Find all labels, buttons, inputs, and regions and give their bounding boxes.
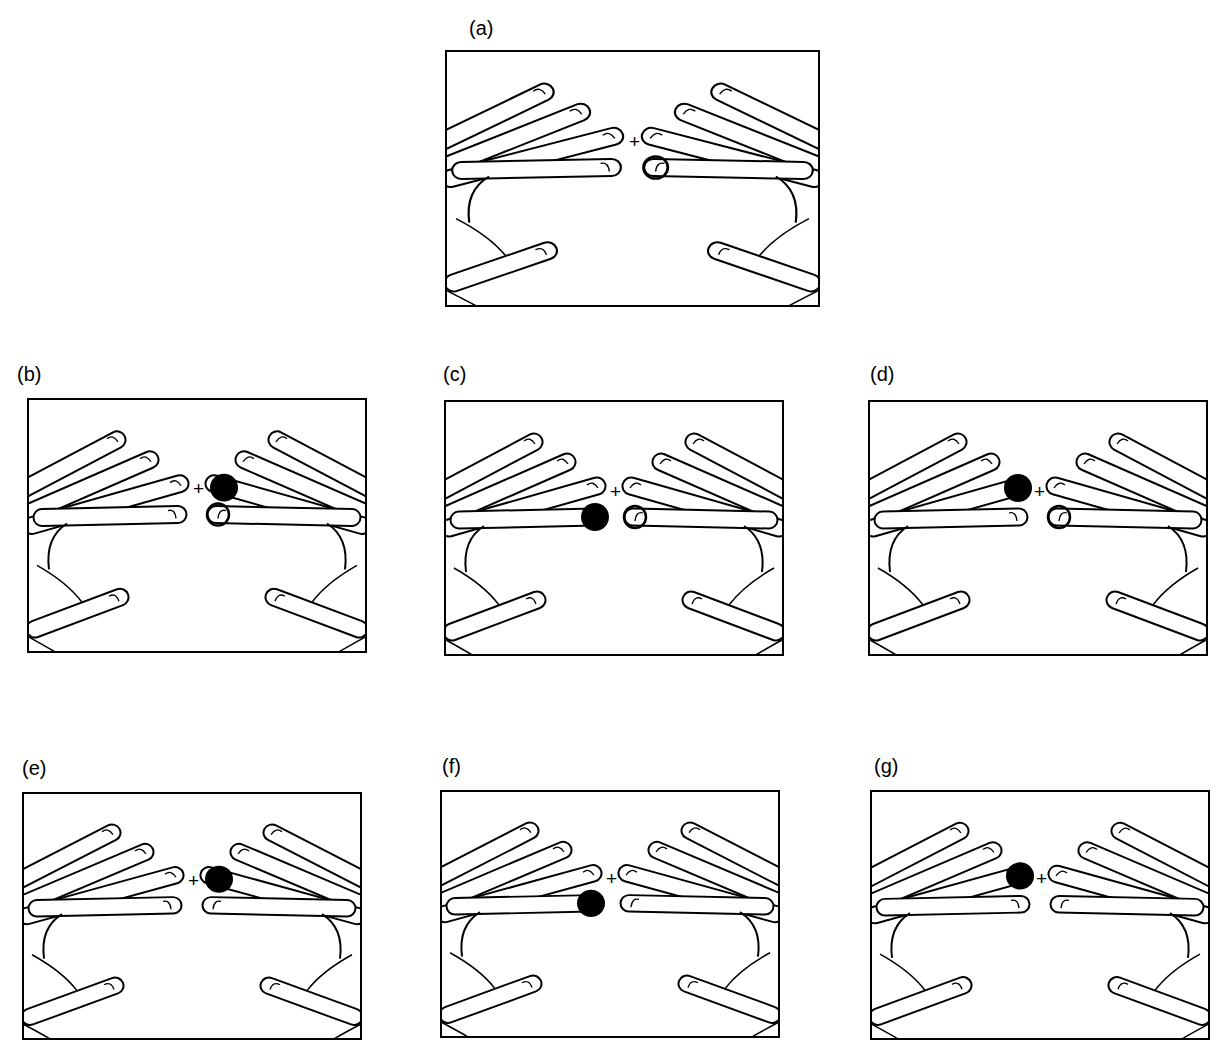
fixation-cross: + [193, 479, 204, 498]
figure-panel: (b)+ [27, 398, 367, 653]
panel-label: (g) [874, 756, 898, 776]
panel-label: (a) [469, 18, 493, 38]
panel-label: (b) [17, 364, 41, 384]
figure-panel: (a)+ [445, 50, 820, 307]
panel-label: (e) [22, 758, 46, 778]
fixation-cross: + [610, 482, 621, 501]
fixation-cross: + [1036, 869, 1047, 888]
figure-panel: (c)+ [444, 400, 784, 656]
figure-panel: (g)+ [870, 790, 1210, 1040]
figure-panel: (d)+ [868, 400, 1208, 656]
panel-label: (d) [870, 364, 894, 384]
figure-panel: (e)+ [22, 792, 362, 1040]
fixation-cross: + [606, 869, 617, 888]
fixation-cross: + [188, 871, 199, 890]
figure-panel: (f)+ [440, 790, 780, 1038]
panel-label: (c) [443, 364, 466, 384]
fixation-cross: + [629, 132, 640, 151]
fixation-cross: + [1034, 482, 1045, 501]
panel-label: (f) [442, 756, 461, 776]
